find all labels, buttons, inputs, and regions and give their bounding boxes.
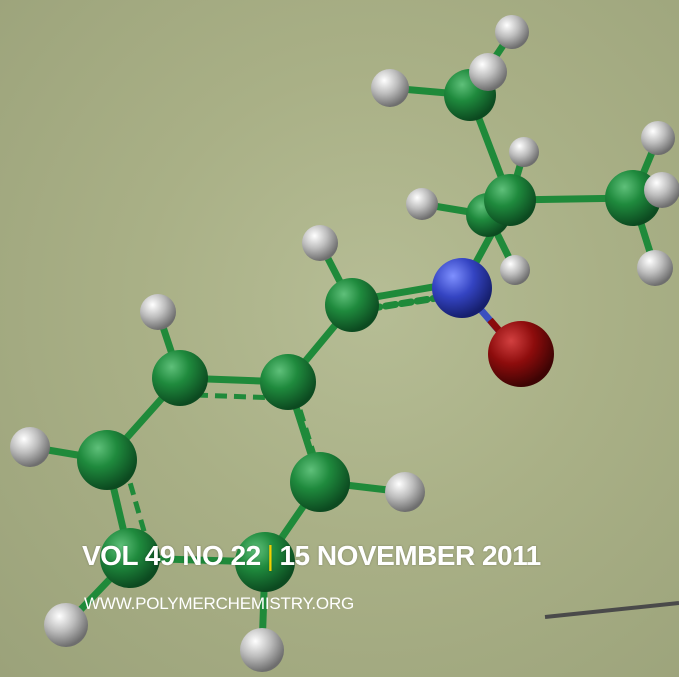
carbon-atoms — [77, 69, 661, 592]
hydrogen-atom — [10, 427, 50, 467]
hydrogen-atom — [469, 53, 507, 91]
bond — [122, 464, 151, 546]
nitrogen-atom — [432, 258, 492, 318]
hydrogen-atoms — [10, 15, 675, 672]
hydrogen-atom — [406, 188, 438, 220]
carbon-atom — [100, 528, 160, 588]
hydrogen-atom — [240, 628, 284, 672]
carbon-atom — [152, 350, 208, 406]
hydrogen-atom — [302, 225, 338, 261]
hydrogen-atom — [371, 69, 409, 107]
hydrogen-atom — [44, 603, 88, 647]
bond — [195, 392, 279, 401]
carbon-atom — [325, 278, 379, 332]
issue-line: VOL 49 NO 22|15 NOVEMBER 2011 — [82, 540, 541, 572]
hydrogen-atom — [500, 255, 530, 285]
carbon-atom — [235, 532, 295, 592]
hydrogen-atom — [509, 137, 539, 167]
volume-number: VOL 49 NO 22 — [82, 540, 261, 571]
hydrogen-atom — [644, 172, 679, 208]
aromatic-bonds — [122, 392, 328, 546]
hydrogen-atoms-front — [469, 53, 679, 208]
issue-date: 15 NOVEMBER 2011 — [279, 540, 541, 571]
oxygen-atom — [488, 321, 554, 387]
carbon-atom — [260, 354, 316, 410]
bond — [297, 409, 328, 491]
probe-line — [544, 601, 679, 619]
issue-separator: | — [266, 540, 274, 571]
hydrogen-atom — [385, 472, 425, 512]
journal-website: WWW.POLYMERCHEMISTRY.ORG — [84, 594, 355, 613]
hydrogen-atom — [140, 294, 176, 330]
carbon-atom — [77, 430, 137, 490]
carbon-atom — [290, 452, 350, 512]
carbon-atom — [484, 174, 536, 226]
hydrogen-atom — [641, 121, 675, 155]
hydrogen-atom — [637, 250, 673, 286]
hydrogen-atom — [495, 15, 529, 49]
